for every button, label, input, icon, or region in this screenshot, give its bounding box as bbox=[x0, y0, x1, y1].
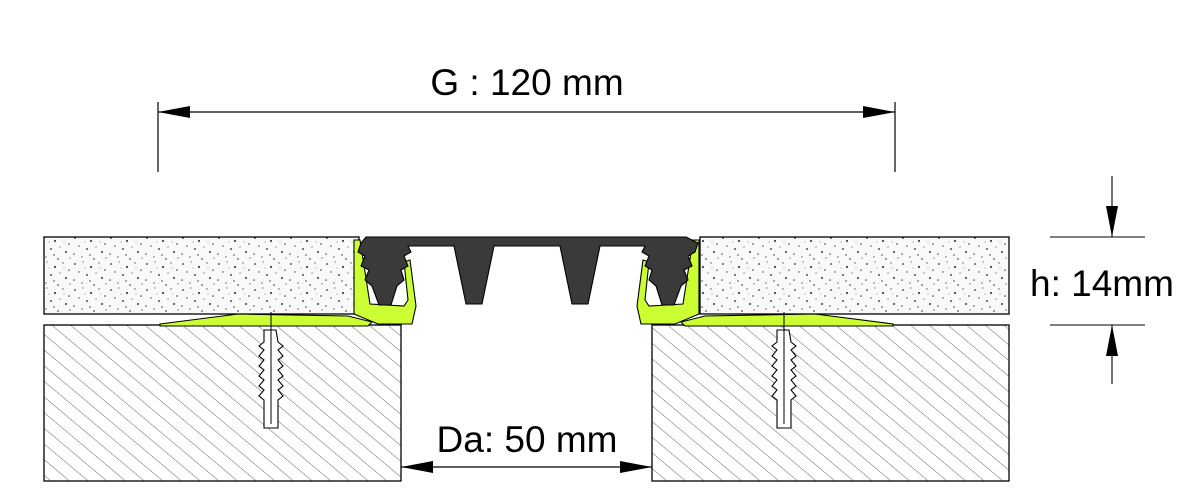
profile-right-flange bbox=[679, 313, 894, 327]
anchor-left bbox=[258, 312, 284, 429]
overall-width-label: G : 120 mm bbox=[430, 62, 623, 103]
overall-width-dimension: G : 120 mm bbox=[157, 62, 896, 172]
substrate bbox=[43, 324, 1010, 482]
floor-covering-left bbox=[43, 236, 360, 315]
profile-left bbox=[159, 239, 417, 327]
arrow-left-icon bbox=[401, 461, 433, 473]
profile-left-flange bbox=[159, 313, 374, 327]
floor-covering-right bbox=[699, 236, 1010, 315]
anchor-right bbox=[771, 312, 797, 429]
gap-label: Da: 50 mm bbox=[437, 419, 618, 460]
gap-dimension: Da: 50 mm bbox=[401, 419, 652, 473]
arrow-up-icon bbox=[1106, 325, 1118, 356]
arrow-down-icon bbox=[1106, 206, 1118, 237]
substrate-right bbox=[651, 324, 1010, 482]
arrow-left-icon bbox=[158, 106, 190, 118]
arrow-right-icon bbox=[620, 461, 652, 473]
profile-right-channel bbox=[636, 239, 700, 325]
floor-covering bbox=[43, 236, 1010, 315]
arrow-right-icon bbox=[863, 106, 895, 118]
height-dimension: h: 14mm bbox=[1030, 176, 1174, 384]
substrate-left bbox=[43, 324, 402, 482]
rubber-insert bbox=[357, 236, 699, 306]
height-label: h: 14mm bbox=[1030, 263, 1174, 304]
profile-right bbox=[636, 239, 894, 327]
profile-left-channel bbox=[353, 239, 417, 325]
rubber-insert-shape bbox=[357, 236, 699, 306]
